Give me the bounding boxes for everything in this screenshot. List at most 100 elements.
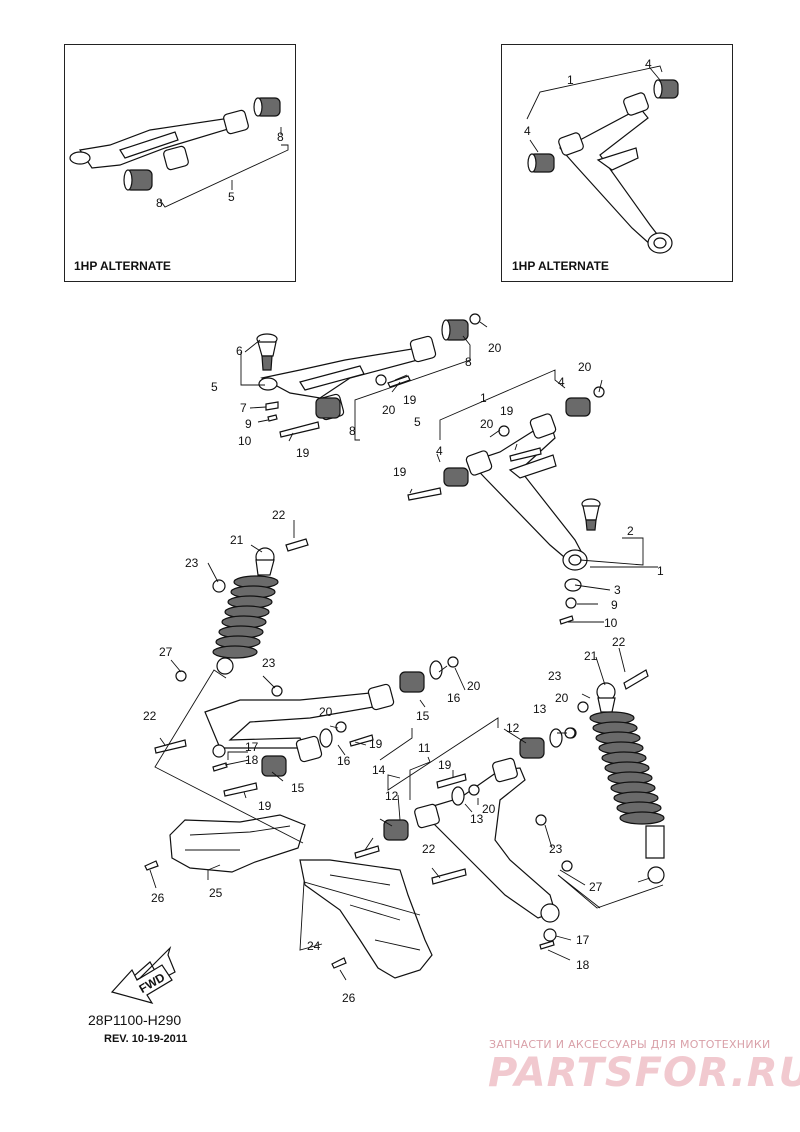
callout-22d: 22 [612, 635, 626, 649]
callout-inset-4b: 4 [524, 124, 531, 138]
callout-22b: 22 [143, 709, 157, 723]
right-guard-24 [299, 859, 433, 979]
callout-19b: 19 [403, 393, 417, 407]
callout-26b: 26 [342, 991, 356, 1005]
callout-inset-5: 5 [228, 190, 235, 204]
lower-bushings [443, 386, 605, 487]
callout-9b: 9 [611, 598, 618, 612]
callout-21a: 21 [230, 533, 244, 547]
callout-20g: 20 [482, 802, 496, 816]
callout-17b: 17 [576, 933, 590, 947]
callout-inset-4a: 4 [645, 57, 652, 71]
left-rear-arm [204, 683, 395, 763]
callout-2: 2 [627, 524, 634, 538]
callout-5b: 5 [414, 415, 421, 429]
callout-21b: 21 [584, 649, 598, 663]
callout-9a: 9 [245, 417, 252, 431]
right-rear-bolts [354, 773, 573, 950]
callout-20e: 20 [467, 679, 481, 693]
leader-lines [149, 321, 664, 981]
inset-right-lower-arm [558, 92, 673, 254]
callout-24: 24 [307, 939, 321, 953]
inset-left-bushing-top [253, 97, 281, 117]
callout-13b: 13 [470, 812, 484, 826]
inset-left-upper-arm [69, 109, 249, 171]
fwd-arrow: FWD [110, 945, 176, 1004]
inset-right-leader-lines [526, 65, 663, 153]
watermark-logo: PARTSFOR.RU [488, 1050, 800, 1096]
inset-left-bushing-bottom [123, 169, 153, 191]
callout-19f: 19 [369, 737, 383, 751]
lower-bolts [407, 447, 542, 501]
callout-3: 3 [614, 583, 621, 597]
diagram-code: 28P1100-H290 [88, 1012, 182, 1028]
callout-6: 6 [236, 344, 243, 358]
left-guard-25 [144, 814, 306, 873]
callout-20a: 20 [488, 341, 502, 355]
callout-inset-1: 1 [567, 73, 574, 87]
callout-15b: 15 [291, 781, 305, 795]
callout-13a: 13 [533, 702, 547, 716]
callout-19d: 19 [393, 465, 407, 479]
upper-bolts [265, 375, 411, 438]
callout-8a: 8 [349, 424, 356, 438]
upper-ball-joint [256, 333, 278, 371]
left-shock-absorber [212, 538, 309, 675]
callout-4b: 4 [436, 444, 443, 458]
callout-16a: 16 [447, 691, 461, 705]
callout-12b: 12 [385, 789, 399, 803]
callout-17a: 17 [245, 740, 259, 754]
callout-27b: 27 [589, 880, 603, 894]
inset-right-bushing-top [653, 79, 679, 99]
upper-bushings [315, 313, 481, 419]
callout-22a: 22 [272, 508, 286, 522]
left-rear-bushings [261, 656, 459, 777]
callout-8b: 8 [465, 355, 472, 369]
callout-27a: 27 [159, 645, 173, 659]
callout-18a: 18 [245, 753, 259, 767]
callout-inset-8b: 8 [156, 196, 163, 210]
callout-23d: 23 [548, 669, 562, 683]
callout-12a: 12 [506, 721, 520, 735]
inset-left-leader-lines [159, 127, 289, 208]
callout-19c: 19 [500, 404, 514, 418]
callout-23a: 23 [185, 556, 199, 570]
callout-26a: 26 [151, 891, 165, 905]
callout-14: 14 [372, 763, 386, 777]
callout-1b: 1 [657, 564, 664, 578]
callout-19a: 19 [296, 446, 310, 460]
revision-date: REV. 10-19-2011 [104, 1033, 188, 1045]
inset-right-bushing-left [527, 153, 555, 173]
watermark-tagline: ЗАПЧАСТИ И АКСЕССУАРЫ ДЛЯ МОТОТЕХНИКИ [489, 1038, 771, 1051]
callout-20d: 20 [480, 417, 494, 431]
callout-20h: 20 [555, 691, 569, 705]
callout-5a: 5 [211, 380, 218, 394]
callout-18b: 18 [576, 958, 590, 972]
callout-19e: 19 [258, 799, 272, 813]
lower-a-arm [465, 413, 588, 571]
callout-19g: 19 [438, 758, 452, 772]
right-rear-arm [414, 757, 560, 923]
callout-7: 7 [240, 401, 247, 415]
callout-10a: 10 [238, 434, 252, 448]
left-rear-bolts [154, 670, 374, 797]
callout-23c: 23 [549, 842, 563, 856]
inset-left-label: 1HP ALTERNATE [74, 259, 171, 273]
upper-a-arm [258, 335, 437, 421]
callout-11: 11 [418, 741, 431, 755]
callout-16b: 16 [337, 754, 351, 768]
callout-23b: 23 [262, 656, 276, 670]
callout-20f: 20 [319, 705, 333, 719]
inset-right-label: 1HP ALTERNATE [512, 259, 609, 273]
callout-22c: 22 [422, 842, 436, 856]
callout-4a: 4 [558, 375, 565, 389]
callout-1a: 1 [480, 391, 487, 405]
callout-25: 25 [209, 886, 223, 900]
callout-10b: 10 [604, 616, 618, 630]
callout-20b: 20 [382, 403, 396, 417]
right-shock-absorber [564, 669, 665, 884]
callout-inset-8a: 8 [277, 130, 284, 144]
callout-15a: 15 [416, 709, 430, 723]
callout-20c: 20 [578, 360, 592, 374]
